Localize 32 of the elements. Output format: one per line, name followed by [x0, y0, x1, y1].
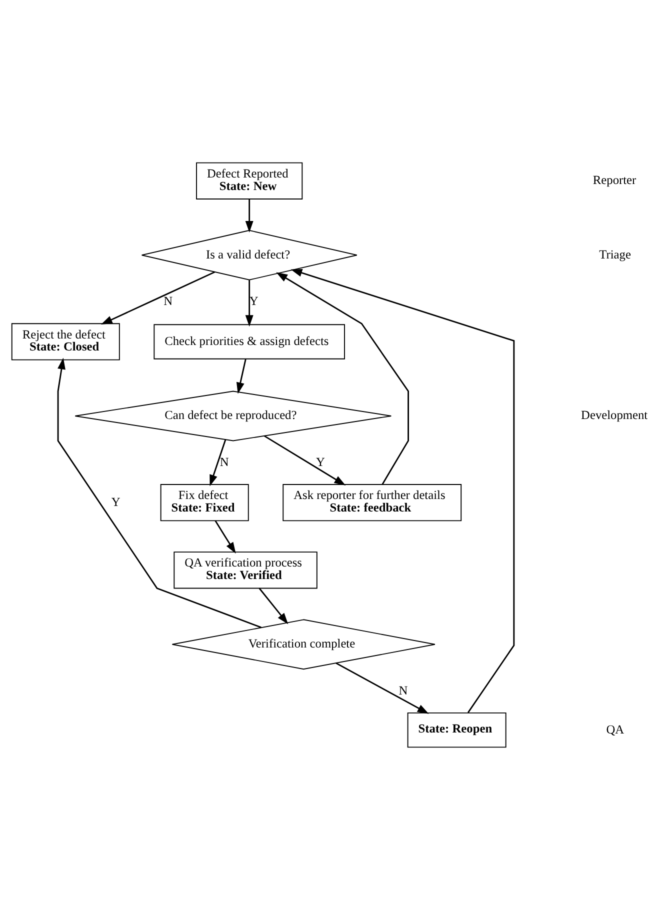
- edge-label: N: [220, 454, 229, 468]
- label: Triage: [599, 246, 631, 261]
- node-box: State: Reopen: [407, 712, 506, 748]
- arrow: [214, 520, 236, 554]
- arrow: [336, 662, 429, 714]
- arrow: [57, 357, 262, 628]
- label: Development: [581, 408, 648, 422]
- node-box: Defect Reported State: New: [196, 162, 303, 199]
- arrow: [245, 198, 254, 232]
- label: Reporter: [592, 172, 636, 187]
- arrow: [264, 434, 346, 486]
- node-box: Check priorities & assign defects: [154, 324, 345, 359]
- arrow: [276, 272, 409, 484]
- node-box: QA verification process State: Verified: [174, 551, 318, 588]
- arrow: [290, 268, 515, 712]
- node-box: Fix defect State: Fixed: [160, 484, 249, 521]
- node-box: Ask reporter for further details State: feedback: [282, 484, 462, 521]
- node-box: Reject the defect State: Closed: [11, 322, 120, 360]
- arrow: [245, 280, 254, 326]
- arrow: [210, 438, 226, 486]
- edge-label: N: [398, 682, 408, 697]
- edge-label: Y: [111, 494, 120, 508]
- node-diamond: Can defect be reproduced?: [74, 390, 392, 441]
- arrow: [258, 587, 288, 624]
- edge-label: Y: [316, 454, 325, 468]
- node-diamond: Is a valid defect?: [141, 229, 358, 280]
- edge-label: Y: [249, 294, 258, 308]
- node-diamond: Verification complete: [172, 618, 436, 670]
- arrow: [236, 358, 246, 394]
- arrow: [100, 270, 216, 324]
- edge-label: N: [164, 294, 173, 308]
- label: QA: [606, 722, 624, 736]
